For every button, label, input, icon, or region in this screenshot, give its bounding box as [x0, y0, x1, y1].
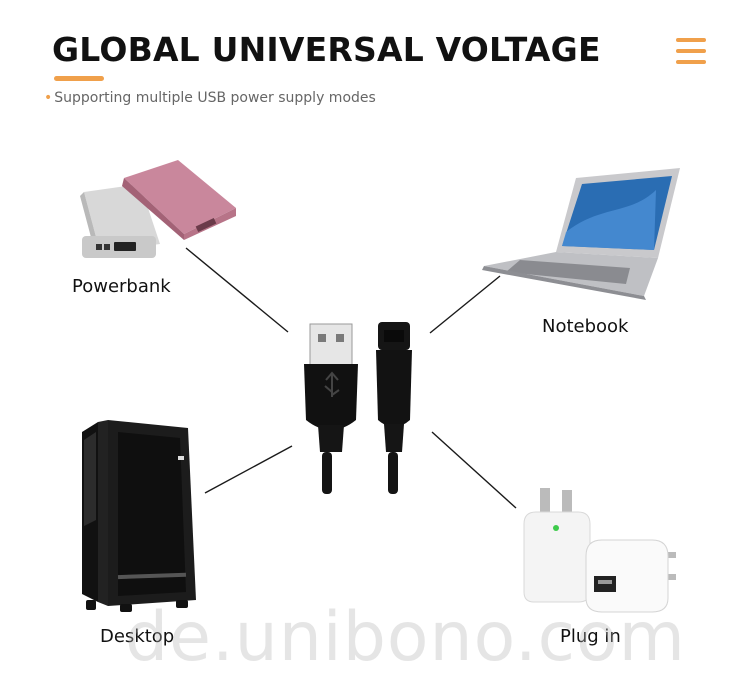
- powerbank-image: [80, 160, 236, 258]
- connector-lines: [185, 247, 517, 509]
- plug-label: Plug in: [560, 626, 621, 647]
- notebook-label: Notebook: [542, 316, 629, 337]
- subtitle-bullet: •: [44, 90, 53, 106]
- notebook-image: [482, 168, 680, 300]
- line-desktop: [204, 445, 293, 494]
- usb-a-cable: [304, 323, 358, 494]
- page-title: GLOBAL UNIVERSAL VOLTAGE: [52, 30, 601, 69]
- line-powerbank: [185, 247, 289, 333]
- powerbank-label: Powerbank: [72, 276, 171, 297]
- line-plug: [431, 431, 517, 509]
- subtitle-text: Supporting multiple USB power supply mod…: [54, 90, 376, 106]
- line-notebook: [429, 275, 501, 334]
- plug-image: [523, 488, 676, 613]
- title-underline: [54, 76, 104, 81]
- desktop-label: Desktop: [100, 626, 175, 647]
- page-subtitle: •Supporting multiple USB power supply mo…: [44, 90, 376, 106]
- dc-connector-cable: [376, 322, 412, 494]
- desktop-image: [82, 420, 196, 612]
- hamburger-menu-icon[interactable]: [676, 38, 706, 66]
